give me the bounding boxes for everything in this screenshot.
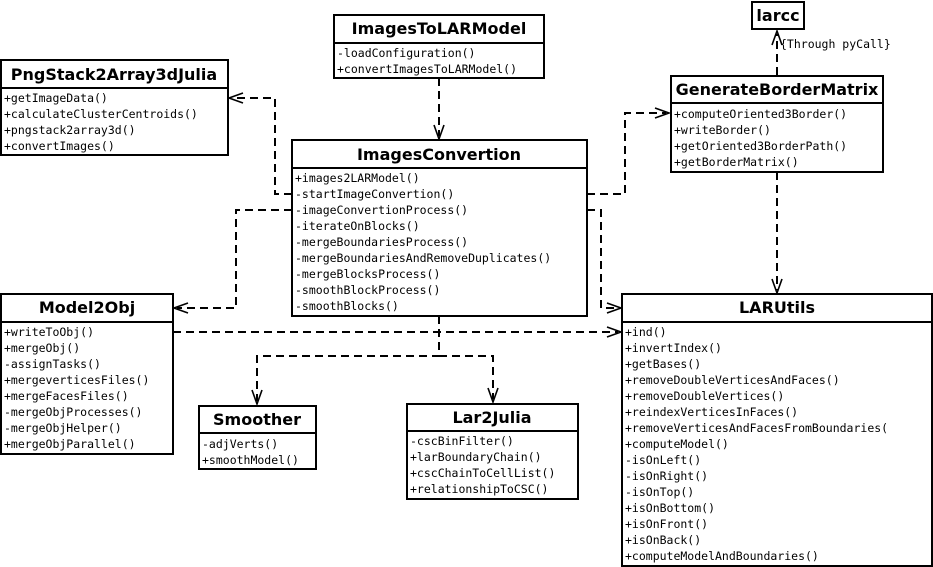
class-generateborderrmatrix: GenerateBorderMatrix +computeOriented3Bo…: [670, 75, 884, 173]
member: +pngstack2array3d(): [4, 123, 136, 137]
arrowhead-smoother: [251, 389, 263, 407]
class-name: Smoother: [213, 410, 301, 429]
member: +cscChainToCellList(): [410, 466, 555, 480]
member: +mergeFacesFiles(): [4, 389, 129, 403]
dependency-edges: [171, 28, 783, 407]
member: -smoothBlockProcess(): [295, 283, 440, 297]
member: +mergeObj(): [4, 341, 80, 355]
member: -mergeObjProcesses(): [4, 405, 142, 419]
member: +mergeObjParallel(): [4, 437, 136, 451]
member: -smoothBlocks(): [295, 299, 399, 313]
member: -mergeBoundariesAndRemoveDuplicates(): [295, 251, 551, 265]
class-name: LARUtils: [739, 298, 815, 317]
member: +isOnFront(): [625, 517, 708, 531]
edge-imagesconvertion-to-pngstack: [232, 97, 292, 195]
pycall-note: {Through pyCall}: [780, 37, 891, 51]
class-pngstack2array3djulia: PngStack2Array3dJulia +getImageData() +c…: [0, 59, 229, 156]
class-imagesconvertion: ImagesConvertion +images2LARModel() -sta…: [291, 139, 588, 317]
edge-imagesconvertion-to-larutils: [587, 209, 618, 309]
member: +computeOriented3Border(): [674, 107, 847, 121]
member: -adjVerts(): [202, 437, 278, 451]
member: +computeModel(): [625, 437, 729, 451]
member: +calculateClusterCentroids(): [4, 107, 198, 121]
class-model2obj: Model2Obj +writeToObj() +mergeObj() -ass…: [0, 293, 174, 455]
member: +isOnBack(): [625, 533, 701, 547]
member: -assignTasks(): [4, 357, 101, 371]
class-name: ImagesConvertion: [357, 145, 521, 164]
member: +removeDoubleVertices(): [625, 389, 784, 403]
class-smoother: Smoother -adjVerts() +smoothModel(): [198, 405, 317, 470]
class-larutils: LARUtils +ind() +invertIndex() +getBases…: [621, 293, 933, 567]
member: -cscBinFilter(): [410, 434, 514, 448]
member: +convertImagesToLARModel(): [337, 62, 517, 76]
member: +getBorderMatrix(): [674, 155, 799, 169]
edge-imagesconvertion-to-generateborder: [587, 112, 666, 195]
member: -startImageConvertion(): [295, 187, 454, 201]
member: +writeBorder(): [674, 123, 771, 137]
member: +writeToObj(): [4, 325, 94, 339]
member: +removeVerticesAndFacesFromBoundaries(: [625, 421, 888, 435]
edge-imagesconvertion-to-model2obj: [177, 209, 292, 309]
class-name: larcc: [756, 6, 799, 25]
member: +removeDoubleVerticesAndFaces(): [625, 373, 840, 387]
member: -mergeBoundariesProcess(): [295, 235, 468, 249]
member: +getImageData(): [4, 91, 108, 105]
class-name: Model2Obj: [39, 298, 135, 317]
member: +relationshipToCSC(): [410, 482, 548, 496]
member: -mergeBlocksProcess(): [295, 267, 440, 281]
class-larcc: larcc: [751, 1, 805, 30]
arrowhead-generateborder: [654, 107, 672, 119]
class-name: Lar2Julia: [452, 408, 531, 427]
member: -isOnTop(): [625, 485, 694, 499]
member: -isOnLeft(): [625, 453, 701, 467]
edge-imagesconvertion-to-lar2julia: [439, 355, 494, 399]
member: +isOnBottom(): [625, 501, 715, 515]
member: -imageConvertionProcess(): [295, 203, 468, 217]
member: +invertIndex(): [625, 341, 722, 355]
member: +images2LARModel(): [295, 171, 420, 185]
member: -iterateOnBlocks(): [295, 219, 420, 233]
member: -loadConfiguration(): [337, 46, 475, 60]
class-name: PngStack2Array3dJulia: [11, 65, 217, 84]
member: -mergeObjHelper(): [4, 421, 122, 435]
member: +getOriented3BorderPath(): [674, 139, 847, 153]
member: +mergeverticesFiles(): [4, 373, 149, 387]
class-lar2julia: Lar2Julia -cscBinFilter() +larBoundaryCh…: [406, 403, 579, 500]
class-imagestolarmodel: ImagesToLARModel -loadConfiguration() +c…: [333, 14, 545, 79]
member: +smoothModel(): [202, 453, 299, 467]
member: +larBoundaryChain(): [410, 450, 542, 464]
member: +convertImages(): [4, 139, 115, 153]
arrowhead-lar2julia: [487, 387, 499, 405]
member: +ind(): [625, 325, 667, 339]
class-name: GenerateBorderMatrix: [676, 80, 879, 99]
member: +computeModelAndBoundaries(): [625, 549, 819, 563]
edge-imagesconvertion-to-smoother: [256, 316, 440, 401]
arrowhead-larcc: [771, 28, 783, 46]
member: +getBases(): [625, 357, 701, 371]
class-name: ImagesToLARModel: [352, 19, 527, 38]
member: -isOnRight(): [625, 469, 708, 483]
member: +reindexVerticesInFaces(): [625, 405, 798, 419]
